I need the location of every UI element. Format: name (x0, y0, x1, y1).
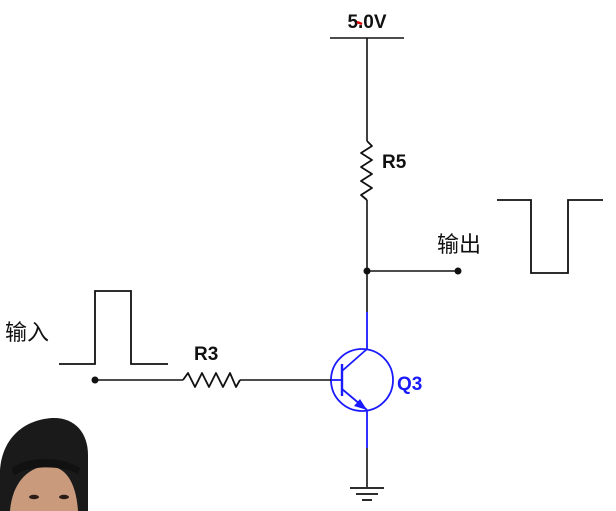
accent-mark (356, 20, 363, 26)
supply-rail: 5.0V (330, 12, 404, 39)
resistor-icon (360, 140, 373, 201)
input-label: 输入 (5, 321, 49, 346)
resistor-r3 (182, 372, 241, 388)
supply-label: 5.0V (347, 12, 386, 33)
ground-icon (350, 487, 384, 501)
webcam-person-image (0, 417, 88, 511)
resistor-r3-label: R3 (194, 344, 218, 365)
transistor-label: Q3 (397, 374, 422, 395)
input-pulse-icon (59, 290, 168, 365)
input-terminal (91, 376, 99, 384)
resistor-r5-label: R5 (382, 152, 407, 173)
output-label: 输出 (437, 233, 481, 258)
output-pulse-icon (497, 199, 603, 274)
npn-transistor-icon (330, 348, 394, 412)
output-terminal (454, 267, 462, 275)
